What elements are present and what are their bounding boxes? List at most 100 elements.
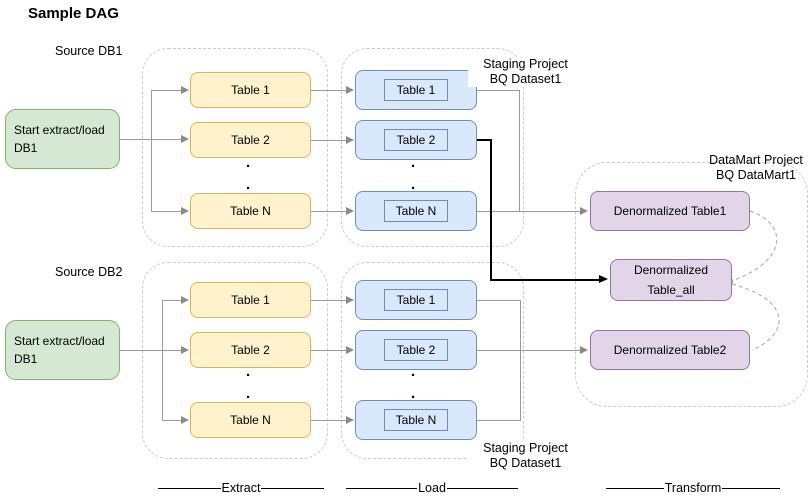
stage-transform: Transform: [606, 481, 780, 495]
arrowhead: [181, 296, 189, 304]
stage-line: [606, 487, 664, 489]
connector: [520, 300, 521, 421]
denormalized-table2-node: Denormalized Table2: [590, 330, 750, 370]
connector: [311, 90, 347, 91]
arrowhead: [346, 86, 354, 94]
connector: [162, 300, 163, 421]
start-extract-db1-node: Start extract/load DB1: [5, 109, 120, 169]
extract1-table2-node: Table 2: [190, 122, 311, 158]
connector: [311, 140, 347, 141]
ellipsis-dot: .: [411, 154, 416, 171]
connector: [151, 90, 181, 91]
load2-table1-inner-box: Table 1: [384, 289, 448, 311]
start-node-text-line2: DB1: [14, 352, 38, 366]
connector: [477, 300, 521, 301]
connector-emphasis: [477, 139, 491, 141]
arrowhead: [181, 86, 189, 94]
extract1-tableN-node: Table N: [190, 193, 311, 229]
connector: [311, 211, 347, 212]
arrowhead: [346, 296, 354, 304]
connector-emphasis: [490, 279, 600, 281]
connector: [151, 139, 181, 140]
arrowhead: [181, 416, 189, 424]
stage-extract: Extract: [158, 481, 324, 495]
ellipsis-dot: .: [411, 385, 416, 402]
start-node-text-line1: Start extract/load: [14, 334, 105, 348]
stage-load: Load: [346, 481, 518, 495]
arrowhead-emphasis: [599, 275, 608, 283]
load2-table1-node: Table 1: [355, 280, 477, 320]
connector: [162, 420, 181, 421]
stage-extract-label: Extract: [221, 481, 261, 495]
stage-line: [346, 487, 418, 489]
connector: [151, 211, 181, 212]
connector: [162, 300, 181, 301]
staging-project-label-2: Staging Project BQ Dataset1: [468, 441, 583, 471]
ellipsis-dot: .: [411, 363, 416, 380]
start-extract-db2-node: Start extract/load DB1: [5, 320, 120, 380]
connector: [151, 90, 152, 212]
arrowhead: [346, 207, 354, 215]
load-group-db2: [341, 262, 524, 459]
start-node-text-line2: DB1: [14, 141, 38, 155]
load1-tableN-inner-box: Table N: [384, 200, 448, 222]
staging-label-line1: Staging Project: [483, 441, 568, 455]
connector-emphasis: [490, 139, 492, 280]
extract2-table2-node: Table 2: [190, 332, 311, 368]
connector: [477, 90, 520, 91]
datamart-group: [575, 162, 808, 407]
stage-line: [722, 487, 780, 489]
extract-group-db2: [142, 262, 328, 459]
extract2-tableN-node: Table N: [190, 402, 311, 438]
arrowhead: [346, 136, 354, 144]
arrowhead: [580, 207, 588, 215]
load2-table2-node: Table 2: [355, 330, 477, 370]
ellipsis-dot: .: [246, 363, 251, 380]
staging-label-line2: BQ Dataset1: [489, 72, 562, 86]
ellipsis-dot: .: [411, 176, 416, 193]
ellipsis-dot: .: [246, 154, 251, 171]
connector: [311, 420, 347, 421]
extract-group-db1: [142, 48, 328, 247]
staging-label-line1: Staging Project: [483, 57, 568, 71]
load1-tableN-node: Table N: [355, 191, 477, 231]
source-db1-label: Source DB1: [55, 44, 123, 58]
load1-table1-node: Table 1: [355, 70, 477, 110]
arrowhead: [181, 135, 189, 143]
load-group-db1: [341, 48, 524, 247]
datamart-label-line1: DataMart Project: [709, 153, 803, 167]
arrowhead: [346, 346, 354, 354]
source-db2-label: Source DB2: [55, 265, 123, 279]
load2-table2-inner-box: Table 2: [384, 339, 448, 361]
arrowhead: [580, 346, 588, 354]
connector: [119, 139, 151, 140]
stage-line: [446, 487, 518, 489]
connector: [311, 350, 347, 351]
connector: [311, 300, 347, 301]
page-title: Sample DAG: [28, 5, 119, 22]
extract2-table1-node: Table 1: [190, 282, 311, 318]
load1-table2-node: Table 2: [355, 120, 477, 160]
stage-line: [261, 487, 324, 489]
stage-line: [158, 487, 221, 489]
load2-tableN-node: Table N: [355, 400, 477, 440]
staging-label-line2: BQ Dataset1: [489, 456, 562, 470]
denormalized-table1-node: Denormalized Table1: [590, 191, 750, 231]
load1-table1-inner-box: Table 1: [384, 79, 448, 101]
staging-project-label-1: Staging Project BQ Dataset1: [468, 57, 583, 87]
datamart-label-line2: BQ DataMart1: [716, 168, 796, 182]
start-node-text-line1: Start extract/load: [14, 123, 105, 137]
connector: [477, 211, 581, 212]
stage-load-label: Load: [418, 481, 446, 495]
load2-tableN-inner-box: Table N: [384, 409, 448, 431]
stage-transform-label: Transform: [664, 481, 722, 495]
ellipsis-dot: .: [246, 385, 251, 402]
connector: [477, 350, 581, 351]
denormalized-table-all-node: Denormalized Table_all: [610, 259, 732, 301]
arrowhead: [181, 346, 189, 354]
connector: [519, 90, 520, 211]
connector: [162, 350, 181, 351]
load1-table2-inner-box: Table 2: [384, 129, 448, 151]
datamart-project-label: DataMart Project BQ DataMart1: [700, 153, 811, 183]
